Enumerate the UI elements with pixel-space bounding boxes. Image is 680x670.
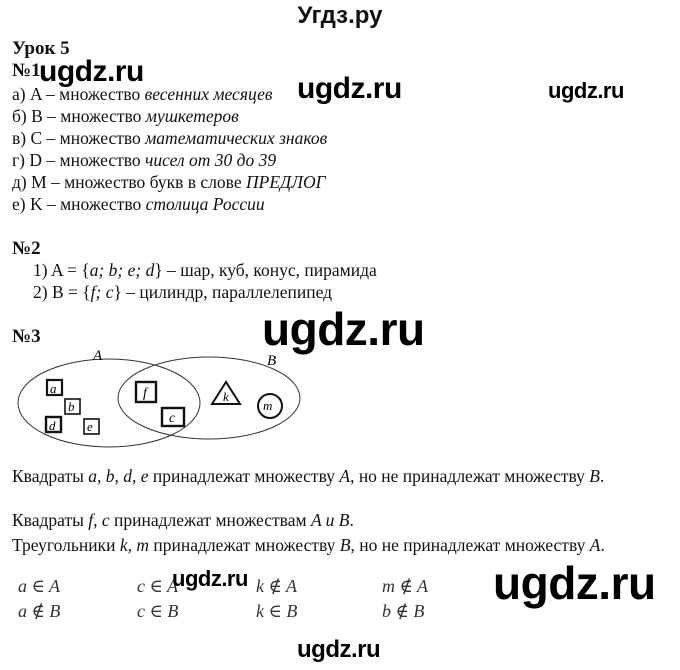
task1-item-a: а) A – множество весенних месяцев (12, 84, 273, 104)
svg-text:b: b (68, 399, 75, 414)
task3-paragraph-1: Квадраты a, b, d, e принадлежат множеств… (12, 466, 605, 486)
relation: c ∈ B (137, 601, 179, 621)
task1-number: №1 (12, 60, 41, 81)
lesson-heading: Урок 5 (12, 38, 70, 59)
svg-text:c: c (169, 411, 176, 426)
task2-item-1: 1) A = {a; b; e; d} – шар, куб, конус, п… (33, 260, 377, 280)
set-a-ellipse (17, 358, 201, 448)
triangle-k: k (210, 380, 242, 405)
relation: a ∉ B (18, 601, 61, 621)
relation: m ∉ A (382, 576, 428, 596)
task1-item-b: б) B – множество мушкетеров (12, 106, 239, 126)
task1-item-d: г) D – множество чисел от 30 до 39 (12, 150, 277, 170)
watermark: ugdz.ru (39, 55, 144, 88)
set-a-label: A (92, 348, 103, 364)
square-e: e (83, 418, 100, 435)
watermark: ugdz.ru (172, 566, 248, 591)
watermark: ugdz.ru (548, 78, 624, 103)
task1-item-c: в) C – множество математических знаков (12, 128, 328, 148)
relation: c ∈ A (137, 576, 178, 596)
set-b-label: B (267, 353, 276, 369)
svg-text:f: f (143, 386, 149, 401)
site-title: Угдз.ру (297, 2, 383, 29)
set-b-ellipse (117, 356, 301, 440)
task3-paragraph-2: Квадраты f, c принадлежат множествам A и… (12, 510, 354, 530)
watermark: ugdz.ru (297, 636, 381, 663)
watermark: ugdz.ru (262, 303, 425, 355)
svg-text:e: e (87, 419, 93, 434)
circle-m: m (257, 393, 283, 419)
svg-text:d: d (49, 418, 56, 433)
task1-item-m: д) M – множество букв в слове ПРЕДЛОГ (12, 172, 326, 192)
watermark: ugdz.ru (493, 557, 656, 609)
task3-paragraph-3: Треугольники k, m принадлежат множеству … (12, 535, 605, 555)
svg-text:m: m (263, 398, 272, 413)
relation: a ∈ A (18, 576, 60, 596)
square-a: a (45, 378, 64, 397)
square-b: b (64, 398, 81, 415)
task2-item-2: 2) B = {f; c} – цилиндр, параллелепипед (33, 282, 333, 302)
square-c: c (160, 406, 186, 428)
relation: k ∉ A (256, 576, 297, 596)
square-d: d (44, 415, 63, 434)
relation: b ∉ B (382, 601, 425, 621)
task1-item-k: е) K – множество столица России (12, 194, 265, 214)
svg-text:k: k (223, 389, 229, 404)
svg-text:a: a (50, 381, 57, 396)
square-f: f (134, 380, 158, 404)
venn-diagram: A B a b d e f c k m (17, 348, 301, 448)
watermark: ugdz.ru (297, 72, 402, 105)
task2-number: №2 (12, 238, 41, 259)
relation: k ∈ B (256, 601, 298, 621)
task3-number: №3 (12, 326, 41, 347)
